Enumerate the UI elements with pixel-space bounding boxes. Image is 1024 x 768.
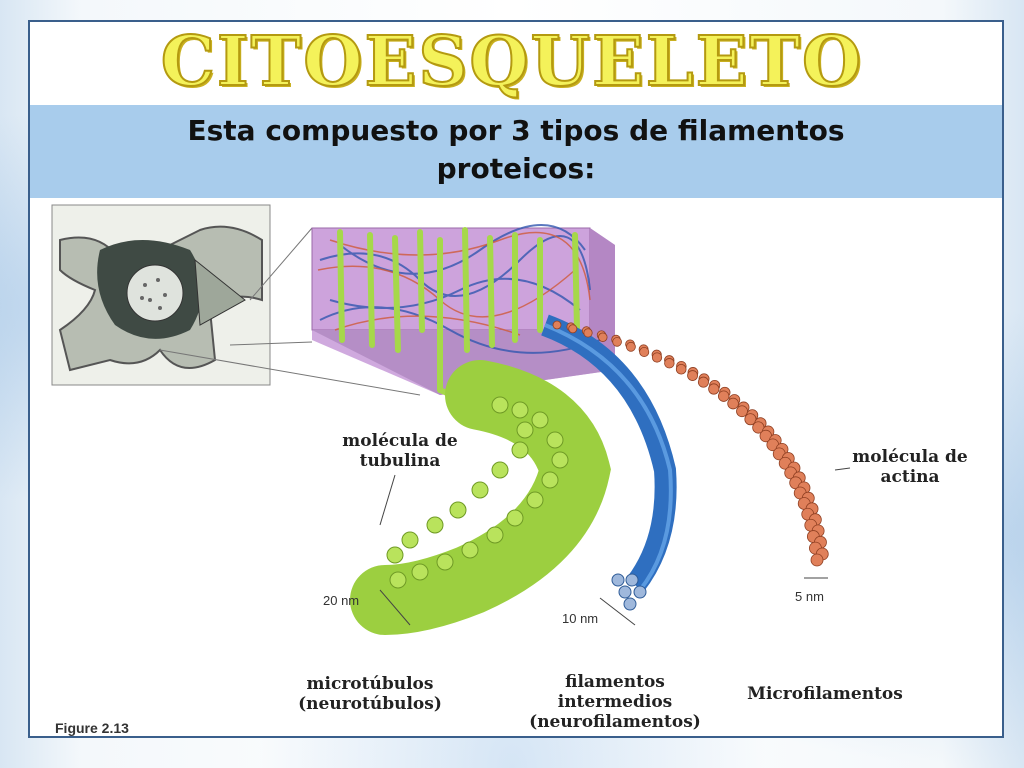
cytoskeleton-cube <box>311 224 615 395</box>
label-microfilaments: Microfilamentos <box>747 684 903 704</box>
label-tubulin-line-1: molécula de <box>342 431 458 451</box>
label-microtubules-line-1: microtúbulos <box>306 674 434 694</box>
actin-bead <box>675 363 687 375</box>
slide-subtitle: Esta compuesto por 3 tipos de filamentos… <box>30 112 1002 188</box>
actin-bead <box>625 341 636 352</box>
label-actin: molécula de actina <box>840 447 980 487</box>
measure-intermediate: 10 nm <box>562 611 599 626</box>
actin-bead <box>717 390 730 402</box>
label-tubulin-line-2: tubulina <box>359 451 441 471</box>
actin-bead <box>708 383 720 395</box>
actin-bead <box>727 397 739 410</box>
actin-bead <box>687 370 698 381</box>
measure-microtubule: 20 nm <box>323 593 360 608</box>
microtubule-illustration <box>350 360 611 635</box>
label-intermediate: filamentos intermedios (neurofilamentos) <box>510 672 720 732</box>
actin-bead <box>583 328 593 338</box>
measure-microfilament: 5 nm <box>795 589 824 604</box>
label-actin-line-2: actina <box>880 467 940 487</box>
actin-bead <box>552 320 562 330</box>
slide-title: CITOESQUELETO <box>160 21 864 103</box>
actin-filament-illustration <box>552 320 829 567</box>
label-actin-line-1: molécula de <box>852 447 968 467</box>
subtitle-line-2: proteicos: <box>436 152 596 185</box>
subtitle-line-1: Esta compuesto por 3 tipos de filamentos <box>187 114 845 147</box>
intermediate-filament-illustration <box>541 314 677 611</box>
actin-bead <box>612 337 622 347</box>
label-microtubules-line-2: (neurotúbulos) <box>298 694 442 714</box>
label-microtubules: microtúbulos (neurotúbulos) <box>280 674 460 714</box>
label-intermediate-line-1: filamentos <box>565 672 665 692</box>
actin-bead <box>810 553 824 567</box>
actin-bead <box>639 346 650 357</box>
actin-bead <box>697 376 709 388</box>
label-intermediate-line-3: (neurofilamentos) <box>529 712 701 732</box>
actin-bead <box>664 358 675 369</box>
actin-bead <box>736 405 748 418</box>
label-intermediate-line-2: intermedios <box>557 692 673 712</box>
actin-bead <box>568 324 578 334</box>
actin-bead <box>651 352 663 363</box>
label-tubulin: molécula de tubulina <box>330 431 470 471</box>
figure-caption: Figure 2.13 <box>55 720 129 736</box>
subtitle-band <box>30 105 1002 198</box>
neuron-inset <box>51 204 271 386</box>
actin-bead <box>598 332 608 342</box>
